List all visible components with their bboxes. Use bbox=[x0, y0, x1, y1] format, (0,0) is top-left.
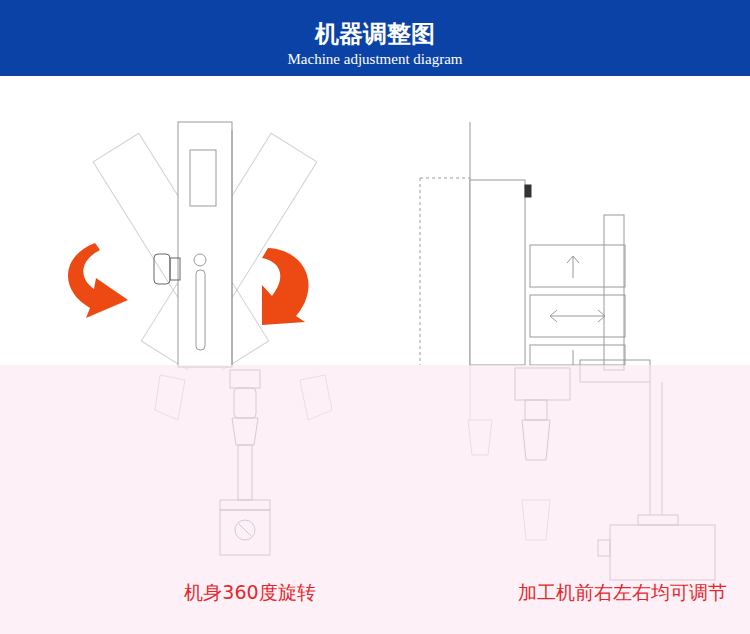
rotation-arrows bbox=[68, 243, 309, 325]
pink-ground bbox=[0, 365, 750, 634]
caption-label: 加工机前右左右均可调节 bbox=[518, 580, 727, 606]
caption-label: 机身360度旋转 bbox=[184, 580, 315, 606]
title: 机器调整图 bbox=[0, 18, 750, 50]
subtitle: Machine adjustment diagram bbox=[0, 51, 750, 68]
title-band bbox=[0, 0, 750, 76]
